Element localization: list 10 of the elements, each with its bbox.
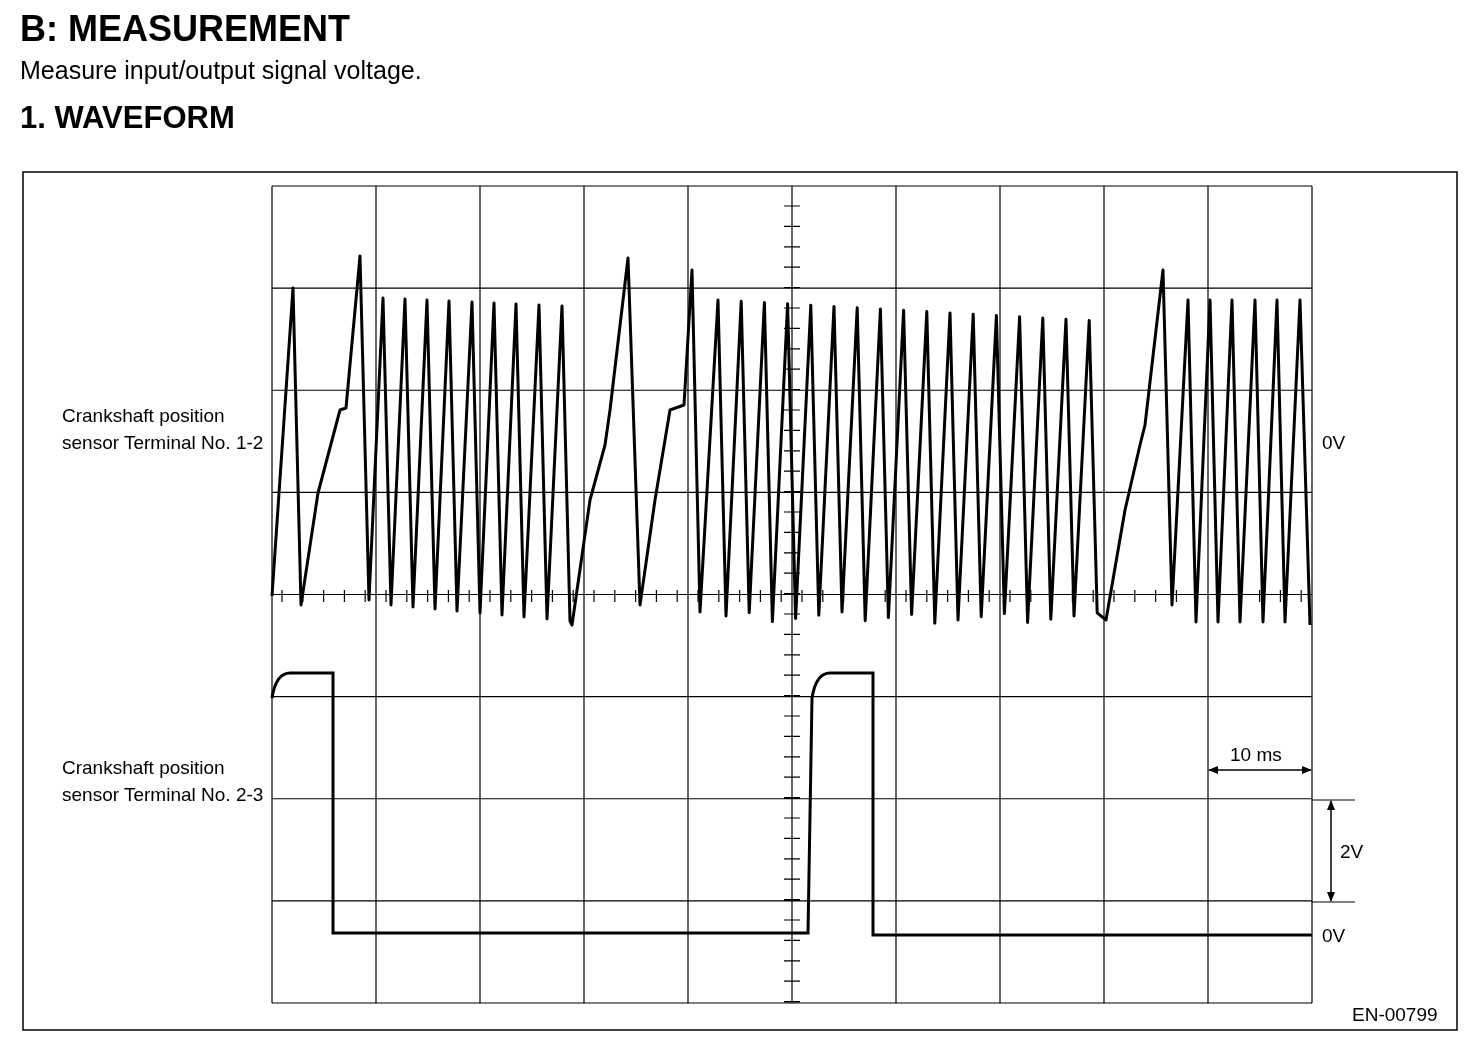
voltage-label: 0V [1322,432,1346,454]
figure-code: EN-00799 [1352,1004,1438,1026]
instruction-text: Measure input/output signal voltage. [20,56,422,85]
trace-label: Crankshaft position sensor Terminal No. 2-3 [62,756,265,807]
section-heading: B: MEASUREMENT [20,8,350,50]
trace-label: Crankshaft position sensor Terminal No. 1-2 [62,404,265,455]
voltage-label: 0V [1322,925,1346,947]
subsection-heading: 1. WAVEFORM [20,100,235,136]
time-scale-label: 10 ms [1230,744,1282,766]
voltage-scale-label: 2V [1340,841,1364,863]
